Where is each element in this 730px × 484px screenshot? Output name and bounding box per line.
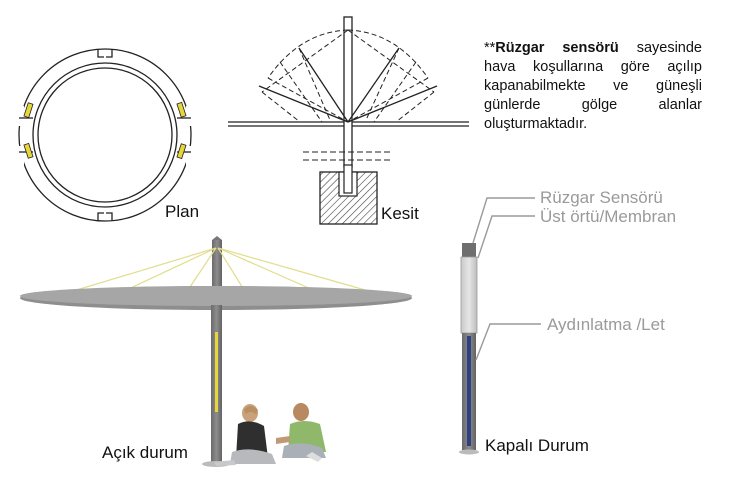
open-umbrella (20, 236, 412, 467)
open-state-label: Açık durum (102, 443, 188, 462)
top-cover-label: Üst örtü/Membran (540, 207, 676, 226)
section-foundation (319, 164, 378, 225)
description-bold: Rüzgar sensörü (495, 40, 619, 56)
closed-umbrella (459, 243, 479, 455)
plan-label: Plan (165, 202, 199, 221)
kesit-label: Kesit (381, 204, 419, 223)
plan-view (18, 48, 192, 222)
description-text: **Rüzgar sensörü sayesinde hava koşullar… (484, 39, 702, 134)
description-rest: sayesinde hava koşullarına göre açılıp k… (484, 40, 702, 132)
section-view (228, 16, 469, 168)
seated-people (214, 403, 326, 466)
callout-lines (472, 197, 541, 361)
plan-sensor-marks (23, 101, 187, 160)
description-prefix: ** (484, 40, 496, 56)
closed-state-label: Kapalı Durum (485, 436, 589, 455)
wind-sensor-label: Rüzgar Sensörü (540, 188, 663, 207)
lighting-label: Aydınlatma /Let (547, 315, 665, 334)
